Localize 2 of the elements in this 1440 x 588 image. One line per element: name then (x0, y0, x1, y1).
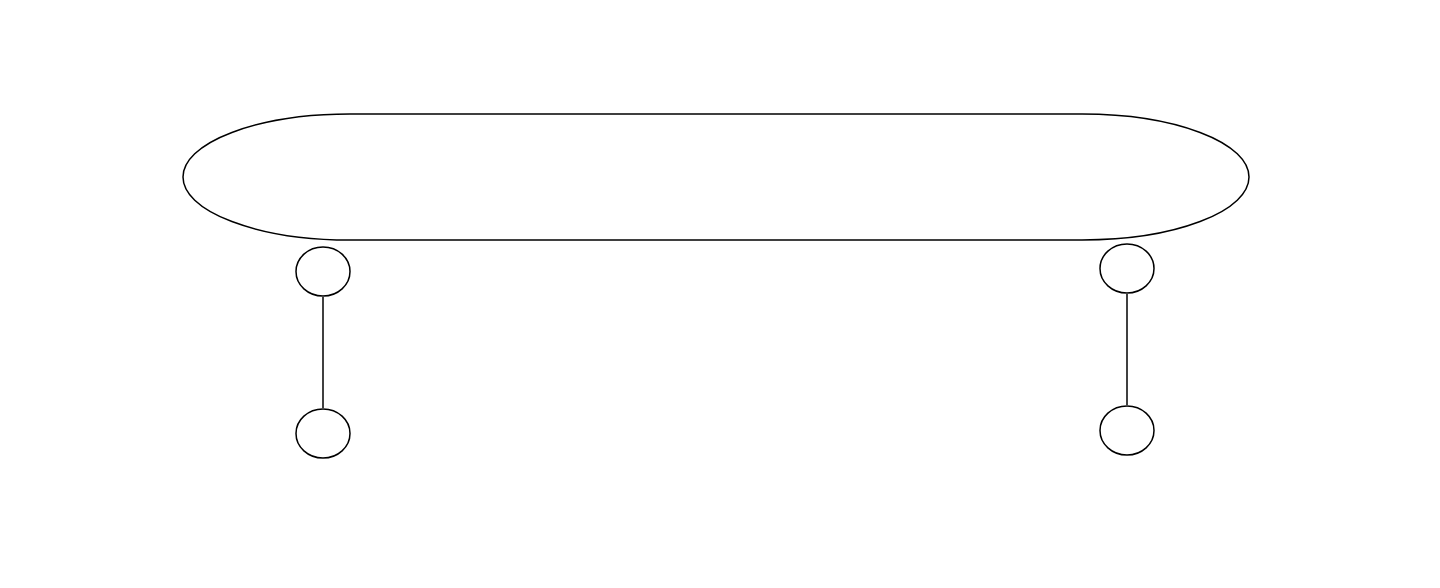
connector-line (322, 296, 324, 409)
connector-line (1126, 293, 1128, 406)
